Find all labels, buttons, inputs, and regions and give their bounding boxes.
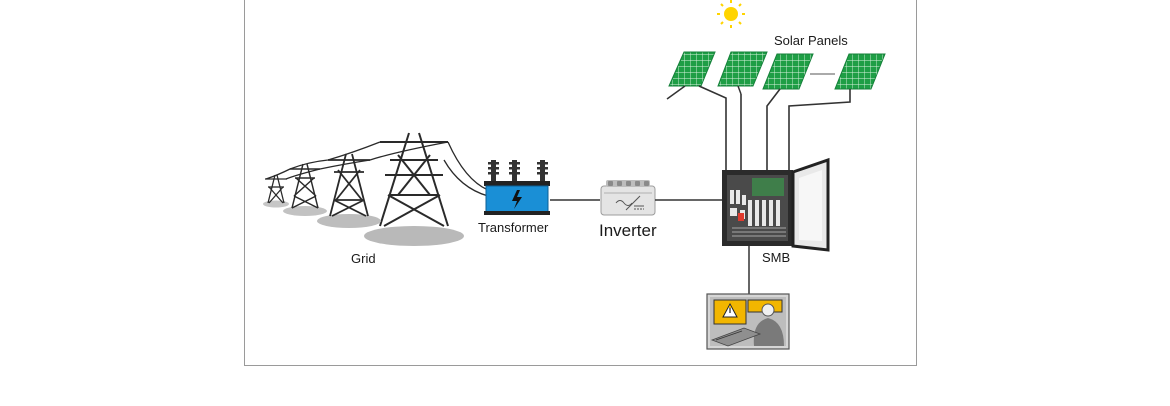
transformer-label: Transformer: [478, 220, 549, 235]
smb-cabinet-icon: [722, 157, 830, 252]
transmission-tower-icon: [317, 153, 381, 228]
smb-label: SMB: [762, 250, 791, 265]
solar-panel-icon: [762, 53, 814, 90]
power-lines: [265, 141, 489, 197]
solar-panel-icon: [666, 51, 716, 100]
inverter-label: Inverter: [599, 221, 657, 240]
grid-label: Grid: [351, 251, 376, 266]
inverter-icon: [600, 180, 656, 216]
transformer-icon: [484, 160, 550, 215]
solar-panels-label: Solar Panels: [774, 33, 848, 48]
transmission-tower-icon: [283, 163, 327, 216]
solar-panel-icon: [717, 51, 768, 95]
transmission-tower-icon: [364, 132, 464, 246]
monitoring-station-icon: [706, 293, 790, 350]
sun-icon: [717, 0, 745, 28]
panel-wires: [698, 85, 851, 170]
transmission-tower-icon: [263, 174, 289, 208]
solar-panel-icon: [834, 53, 886, 90]
